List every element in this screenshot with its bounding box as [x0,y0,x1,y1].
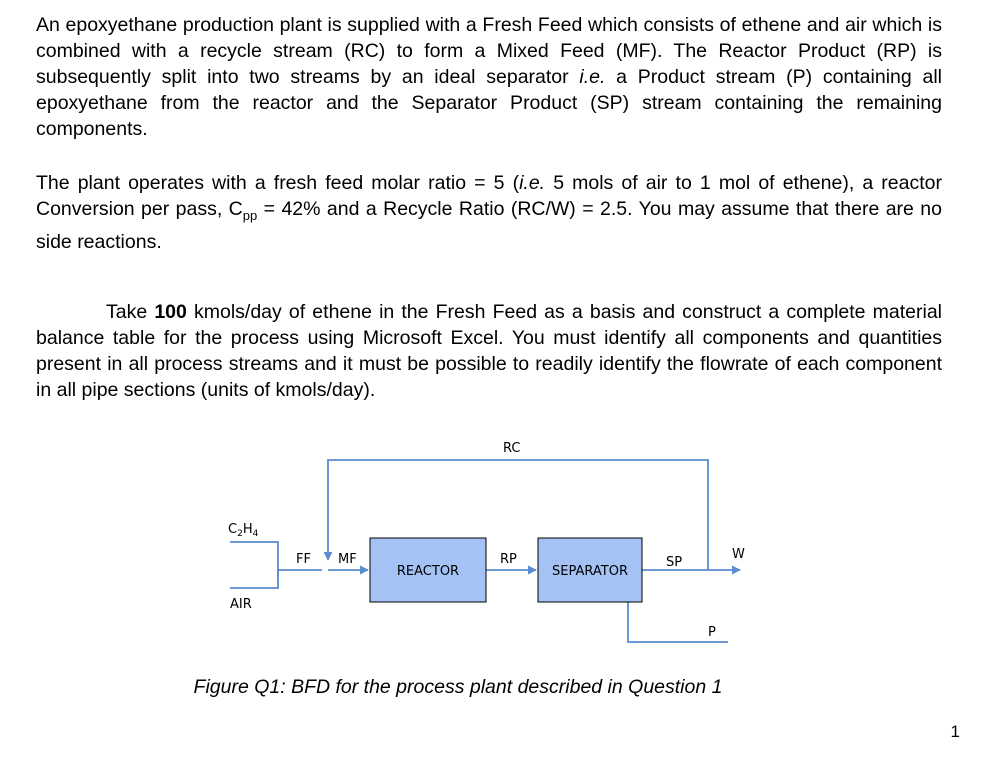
label-mf: MF [338,552,357,567]
label-sp: SP [666,555,682,570]
ethene-feed-stream [230,541,279,578]
figure-caption: Figure Q1: BFD for the process plant des… [193,676,723,698]
text: kmols/day of ethene in the Fresh Feed as… [36,301,942,401]
label-air: AIR [230,597,252,612]
text: An epoxyethane production plant is suppl… [36,14,942,88]
text: The plant operates with a fresh feed mol… [36,172,520,194]
subscript-pp: pp [242,207,258,223]
page-number: 1 [950,722,960,741]
italic-ie: i.e. [519,172,546,194]
text: Take [106,301,155,323]
label-p: P [708,625,716,640]
product-stream [627,602,728,643]
paragraph-process-description: An epoxyethane production plant is suppl… [36,12,942,142]
italic-ie: i.e. [579,66,606,88]
label-rc: RC [503,441,520,456]
label-w: W [732,547,745,562]
text: a Product stream (P) containing all epox… [36,66,942,140]
reactor-block [369,537,487,603]
text: = 42% and a Recycle Ratio (RC/W) = 2.5. … [36,198,942,253]
bold-basis: 100 [154,301,187,323]
separator-block [537,537,643,603]
paragraph-task: Take 100 kmols/day of ethene in the Fres… [36,299,942,403]
process-flow-diagram: RC C2H4 AIR FF MF REACTOR RP SEPARATOR S… [228,441,745,643]
air-feed-stream [230,570,279,589]
label-c2h4: C2H4 [228,522,259,539]
label-separator: SEPARATOR [552,564,628,579]
label-rp: RP [500,552,517,567]
label-ff: FF [296,552,311,567]
label-reactor: REACTOR [397,564,459,579]
recycle-stream [323,459,709,570]
text: 5 mols of air to 1 mol of ethene), a rea… [36,172,942,220]
paragraph-operating-conditions: The plant operates with a fresh feed mol… [36,170,942,255]
